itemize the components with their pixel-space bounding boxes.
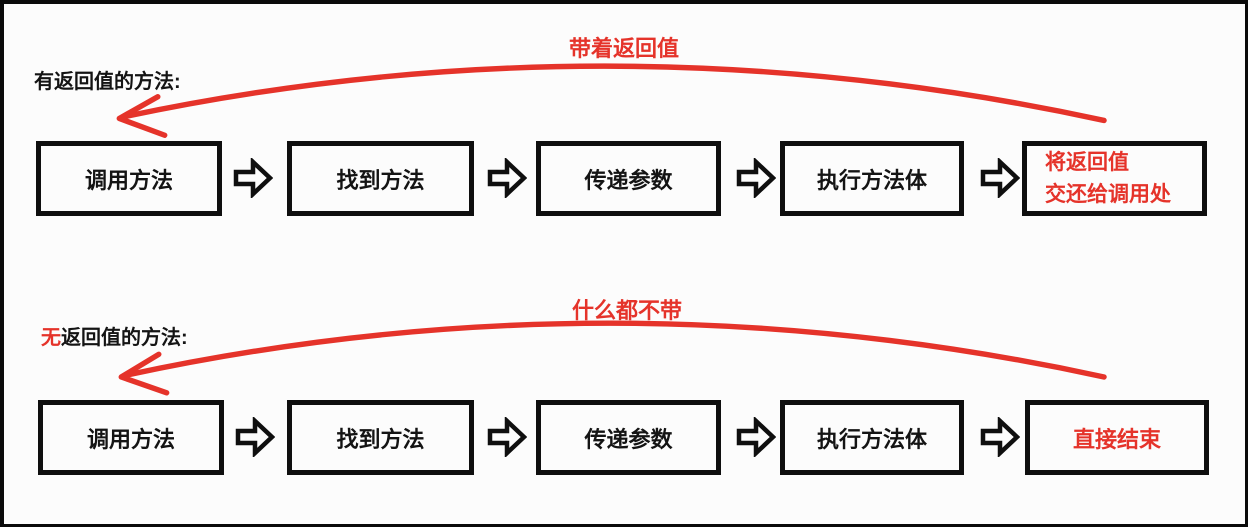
flow-arrow-icon <box>980 158 1020 198</box>
flow-arrow-icon <box>235 417 275 457</box>
step-box-return-value: 将返回值 交还给调用处 <box>1022 141 1207 216</box>
flow-without-return-label: 无返回值的方法: <box>41 321 188 350</box>
arc-label-no-value: 什么都不带 <box>572 298 683 323</box>
flow-arrow-icon <box>487 417 527 457</box>
flow-arrow-icon <box>233 158 273 198</box>
flow-arrow-icon <box>736 158 776 198</box>
step-box-direct-end: 直接结束 <box>1025 400 1209 475</box>
step-box-pass-params: 传递参数 <box>536 141 721 216</box>
step-box-call-method: 调用方法 <box>36 141 222 216</box>
step-box-pass-params: 传递参数 <box>536 400 721 475</box>
return-arc-with-value-icon <box>116 63 1107 138</box>
return-value-line1: 将返回值 <box>1045 150 1129 174</box>
flow-arrow-icon <box>487 158 527 198</box>
step-box-find-method: 找到方法 <box>287 400 474 475</box>
flow-with-return-label: 有返回值的方法: <box>34 65 181 94</box>
flow-arrow-icon <box>736 417 776 457</box>
step-box-execute-body: 执行方法体 <box>780 400 964 475</box>
step-box-call-method: 调用方法 <box>38 400 224 475</box>
flow-without-return-label-prefix: 无 <box>41 327 61 349</box>
flow-with-return-label-text: 有返回值的方法: <box>34 71 181 93</box>
step-box-execute-body: 执行方法体 <box>780 141 964 216</box>
flow-arrow-icon <box>980 417 1020 457</box>
arc-label-with-value: 带着返回值 <box>569 36 680 61</box>
return-arc-no-value-icon <box>118 320 1107 396</box>
step-box-find-method: 找到方法 <box>287 141 474 216</box>
flow-without-return-label-rest: 返回值的方法: <box>61 327 188 349</box>
return-value-line2: 交还给调用处 <box>1045 182 1171 206</box>
